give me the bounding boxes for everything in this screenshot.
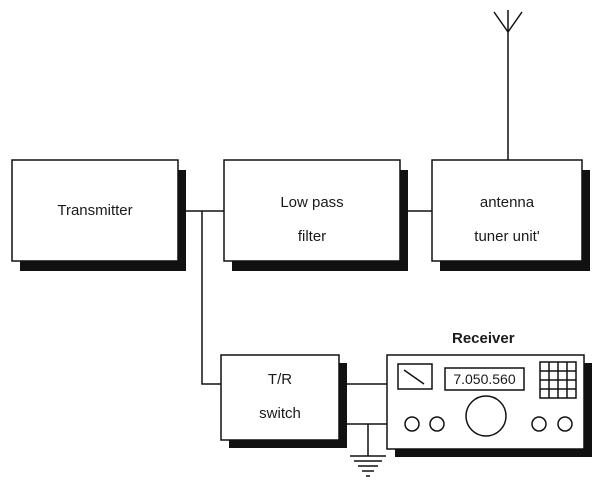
receiver-knob-2 [429, 416, 445, 432]
connection-wires [178, 32, 509, 456]
tuning-knob-icon [465, 395, 507, 437]
antenna-tuner-line-2: tuner unit' [474, 228, 540, 245]
tr-switch-line-2: switch [259, 405, 301, 422]
low-pass-line-2: filter [297, 228, 327, 245]
tr-switch-line-1: T/R [267, 371, 293, 388]
transmitter-text: Transmitter [57, 202, 133, 219]
meter-icon [397, 363, 433, 390]
antenna-tuner-box [431, 159, 583, 262]
antenna-tuner-line-1: antenna [479, 194, 535, 211]
tr-switch-box [220, 354, 340, 441]
keypad-icon [539, 361, 577, 399]
transmitter-label: Transmitter [12, 200, 178, 222]
receiver-title: Receiver [452, 330, 515, 347]
tr-switch-label: T/R switch [221, 363, 339, 431]
receiver-knob-4 [557, 416, 573, 432]
receiver-knob-3 [531, 416, 547, 432]
low-pass-line-1: Low pass [280, 194, 344, 211]
receiver-knob-1 [404, 416, 420, 432]
ground-icon [350, 455, 386, 477]
antenna-tuner-label: antenna tuner unit' [432, 186, 582, 254]
wire-to-tr-switch [201, 211, 221, 385]
low-pass-filter-label: Low pass filter [224, 186, 400, 254]
frequency-readout: 7.050.560 [453, 371, 516, 387]
antenna-icon [493, 10, 523, 33]
frequency-display [444, 367, 525, 391]
transmitter-box [11, 159, 179, 262]
meter-needle [403, 369, 425, 385]
